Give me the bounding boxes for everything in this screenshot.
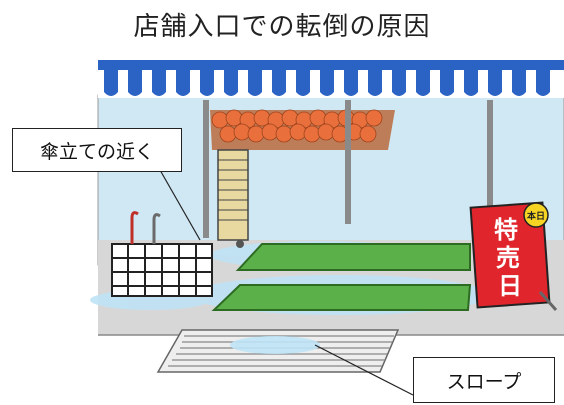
page-title: 店舗入口での転倒の原因 (133, 12, 431, 42)
sale-sign-badge: 本日 (527, 210, 545, 222)
entrance-slope (156, 329, 400, 373)
oranges (211, 109, 383, 143)
slope-callout-leader (314, 344, 414, 396)
sale-sign-char-1: 特 (494, 216, 518, 244)
umbrella-callout-leader (159, 169, 201, 241)
sale-sign-char-3: 日 (498, 272, 522, 300)
sale-sign-char-2: 売 (496, 244, 520, 272)
basket-stack (217, 149, 249, 248)
floor-mat-front (211, 284, 472, 311)
sale-sign (469, 201, 558, 311)
floor-mat-back (235, 243, 471, 271)
awning-scallops (98, 70, 564, 98)
umbrella-stand-callout: 傘立ての近く (12, 128, 182, 172)
slope-callout: スロープ (413, 357, 555, 403)
awning-top (98, 60, 564, 70)
umbrella-stand (111, 211, 213, 297)
